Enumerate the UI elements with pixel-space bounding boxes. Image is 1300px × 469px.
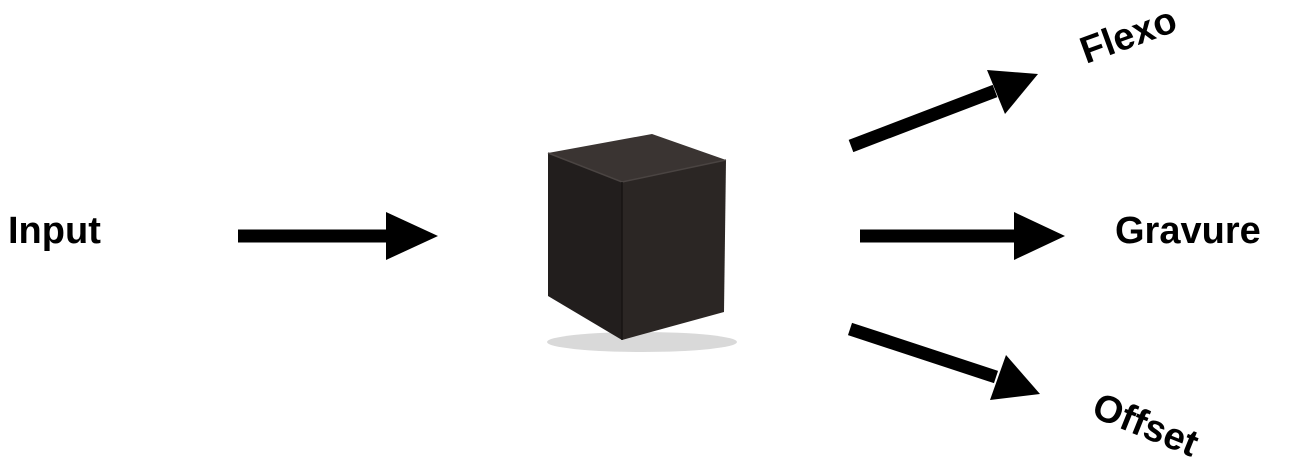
gravure-arrow-icon <box>860 212 1065 260</box>
offset-label: Offset <box>1087 385 1205 465</box>
input-arrow-icon <box>238 212 438 260</box>
offset-arrow-icon <box>850 329 1040 400</box>
flexo-arrow-icon <box>851 70 1038 146</box>
black-box-cube-icon <box>520 120 780 360</box>
flexo-label: Flexo <box>1075 0 1183 72</box>
